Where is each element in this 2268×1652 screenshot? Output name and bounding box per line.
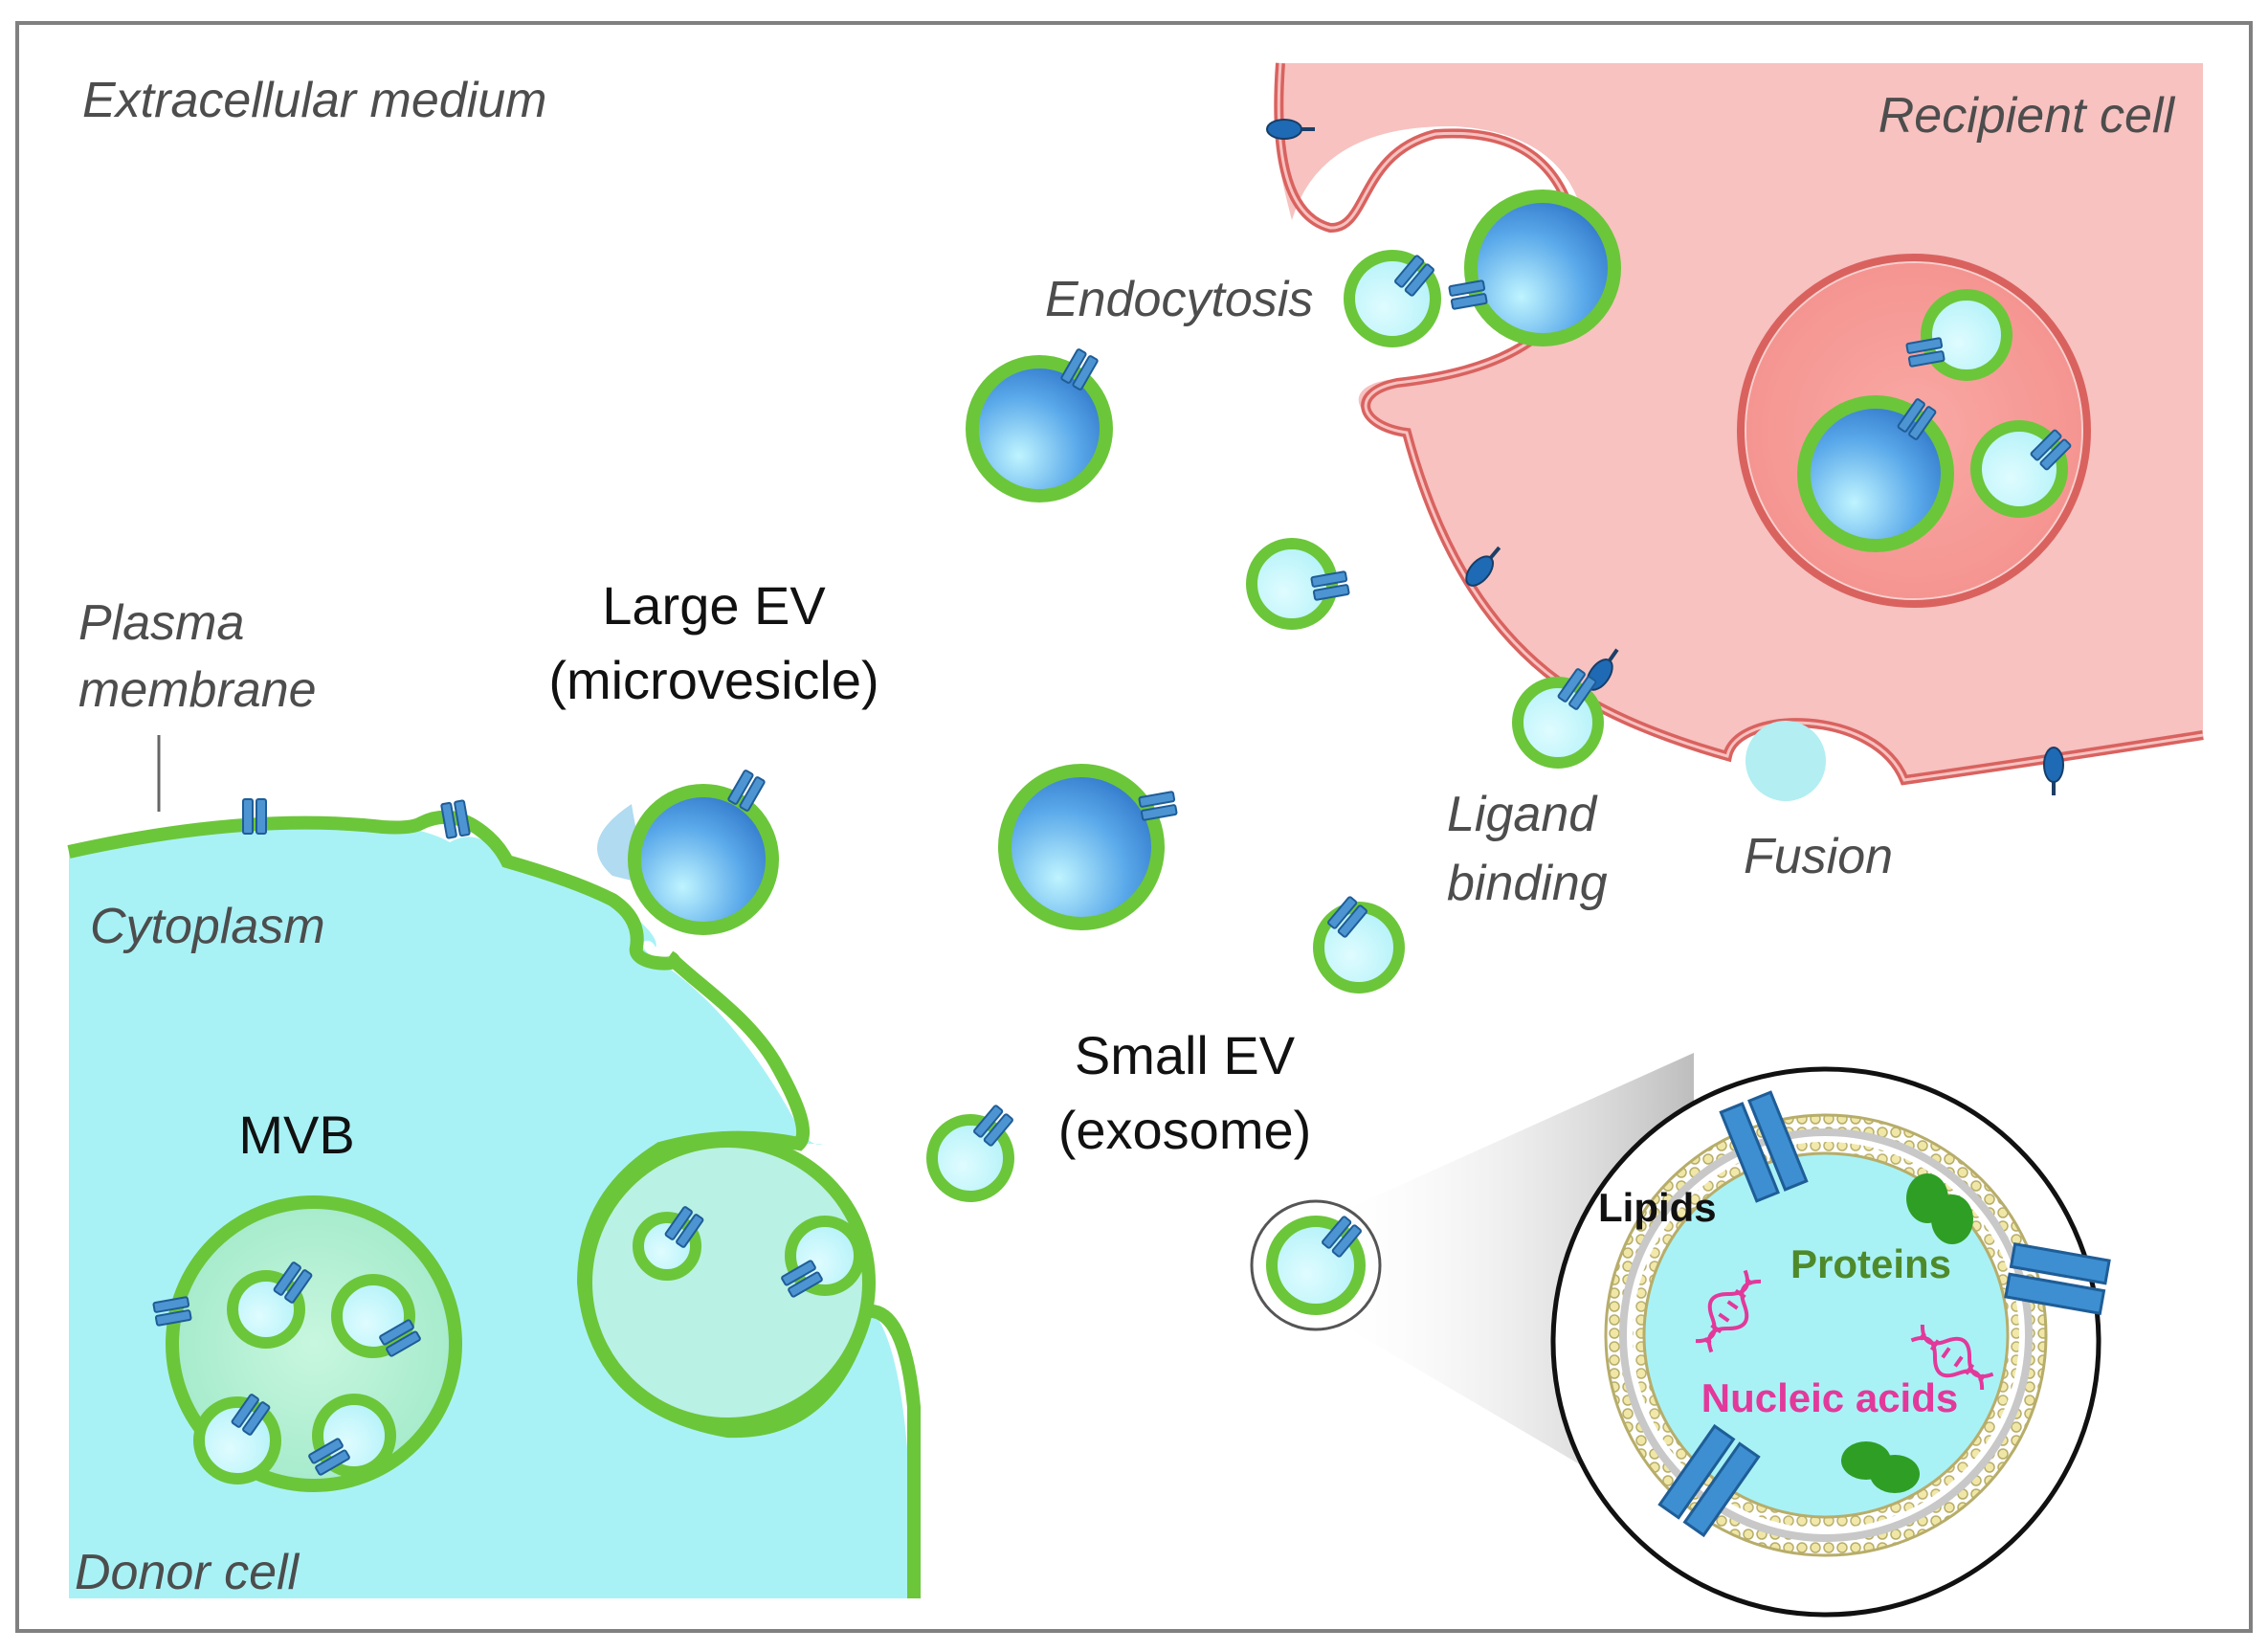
budding-large-ev [597, 784, 779, 935]
label-fusion: Fusion [1744, 829, 1893, 884]
labels: Extracellular medium Recipient cell Endo… [75, 73, 2175, 1600]
label-large-ev-line2: (microvesicle) [548, 650, 878, 710]
label-extracellular-medium: Extracellular medium [82, 73, 547, 128]
label-ligand-binding-line2: binding [1447, 856, 1608, 911]
label-small-ev-line2: (exosome) [1058, 1100, 1312, 1160]
label-nucleic-acids: Nucleic acids [1701, 1375, 1958, 1420]
zoom-inset [1250, 1053, 2111, 1618]
label-ligand-binding-line1: Ligand [1447, 787, 1598, 842]
mvb [152, 1195, 462, 1492]
label-endocytosis: Endocytosis [1045, 272, 1313, 327]
protein-icon [1906, 1173, 1973, 1244]
membrane-protein-icon [2004, 1242, 2111, 1315]
endocytosed-ev [1344, 250, 1441, 347]
label-lipids: Lipids [1598, 1185, 1717, 1230]
label-plasma-membrane-line2: membrane [78, 662, 317, 718]
dna-helix-icon [1910, 1324, 1994, 1391]
exosome-lumen [1642, 1151, 2010, 1519]
label-proteins: Proteins [1790, 1241, 1951, 1286]
donor-cell [67, 735, 921, 1598]
fusing-vesicle [1745, 721, 1826, 801]
membrane-protein-icon [1657, 1423, 1761, 1538]
large-ev [998, 764, 1165, 930]
fusing-mvb [579, 1134, 876, 1431]
membrane-protein-icon [1719, 1090, 1809, 1203]
label-cytoplasm: Cytoplasm [90, 899, 325, 954]
free-vesicles [926, 190, 2073, 1202]
protein-icon [1841, 1441, 1920, 1493]
large-ev [966, 355, 1113, 502]
label-plasma-membrane-line1: Plasma [78, 595, 244, 651]
dna-helix-icon [1695, 1269, 1762, 1353]
label-small-ev-line1: Small EV [1075, 1025, 1296, 1085]
label-recipient-cell: Recipient cell [1879, 88, 2176, 144]
label-mvb: MVB [238, 1105, 354, 1165]
label-donor-cell: Donor cell [75, 1545, 300, 1600]
endocytosed-ev [1464, 190, 1621, 346]
label-large-ev-line1: Large EV [602, 575, 826, 636]
donor-membrane [67, 810, 921, 1598]
